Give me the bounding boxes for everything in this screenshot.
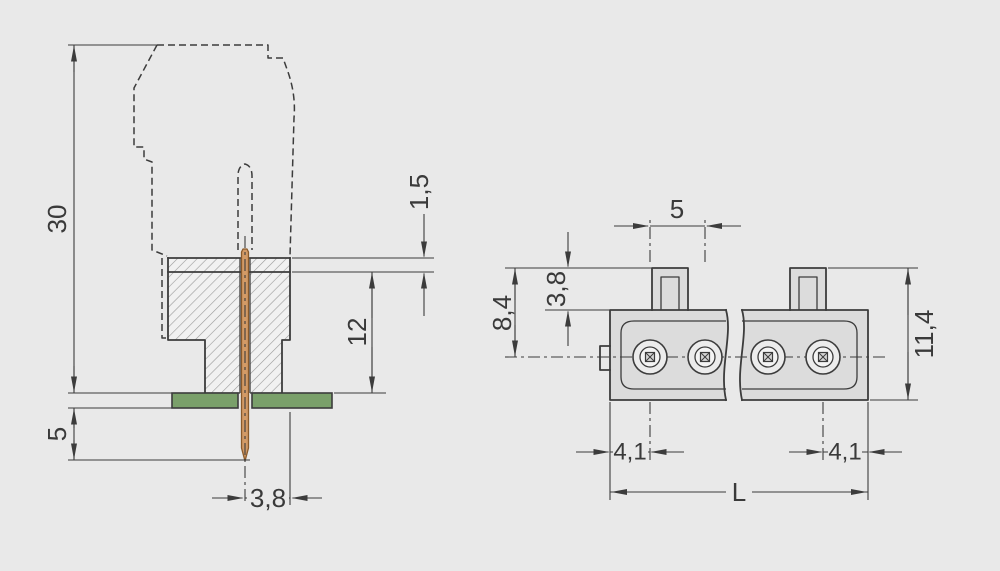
pin-contact-1 [632,339,668,375]
pin-contact-3 [750,339,786,375]
dimension-4-1-left-label: 4,1 [613,439,646,466]
dimension-8-4-label: 8,4 [487,295,517,331]
pin-contact-4 [805,339,841,375]
dimension-5-front-label: 5 [670,194,684,224]
dimension-11-4-label: 11,4 [909,310,939,359]
dimension-5-side: 5 [42,407,250,461]
recess-right [742,320,858,390]
latch-tab-left [652,268,688,310]
dimension-1-5: 1,5 [292,174,434,316]
latch-tab-right [790,268,826,310]
side-section-view: 30 5 1,5 12 [42,44,434,513]
pcb-right [251,392,333,409]
connector-body [599,267,869,402]
dimension-5-front: 5 [614,194,741,262]
dimension-11-4: 11,4 [828,267,939,401]
front-view: 5 3,8 8,4 11,4 [487,194,939,507]
dimension-4-1-left: 4,1 [576,402,684,500]
dimension-30-label: 30 [42,205,72,234]
keying-notch [599,345,611,371]
dimension-8-4: 8,4 [487,267,652,357]
dimension-1-5-label: 1,5 [404,174,434,210]
socket-contact-dashed [237,163,253,250]
dimension-3-8-side: 3,8 [212,412,322,513]
break-line-left [723,308,729,402]
header-cross-section [167,257,291,394]
dimension-L-label: L [732,477,746,507]
pin-contact-2 [687,339,723,375]
body-right-segment [739,310,868,400]
dimension-3-8-side-label: 3,8 [250,483,286,513]
dimension-5-side-label: 5 [42,427,72,441]
dimension-4-1-right: 4,1 [789,402,902,500]
dimension-4-1-right-label: 4,1 [828,439,861,466]
dimension-30: 30 [42,44,172,394]
hatch-right [250,258,290,393]
break-line-right [739,308,745,402]
pcb-left [171,392,239,409]
dimension-3-8-front-label: 3,8 [541,271,571,307]
dimension-12: 12 [334,272,386,394]
recess-left [620,320,726,390]
mating-plug-dashed-outline [133,44,296,339]
dimension-L: L [610,477,868,507]
body-left-segment [610,310,729,400]
pcb-board [171,392,333,409]
dimension-12-label: 12 [342,318,372,347]
dimension-3-8-front: 3,8 [541,232,610,346]
hatch-left [168,258,240,393]
